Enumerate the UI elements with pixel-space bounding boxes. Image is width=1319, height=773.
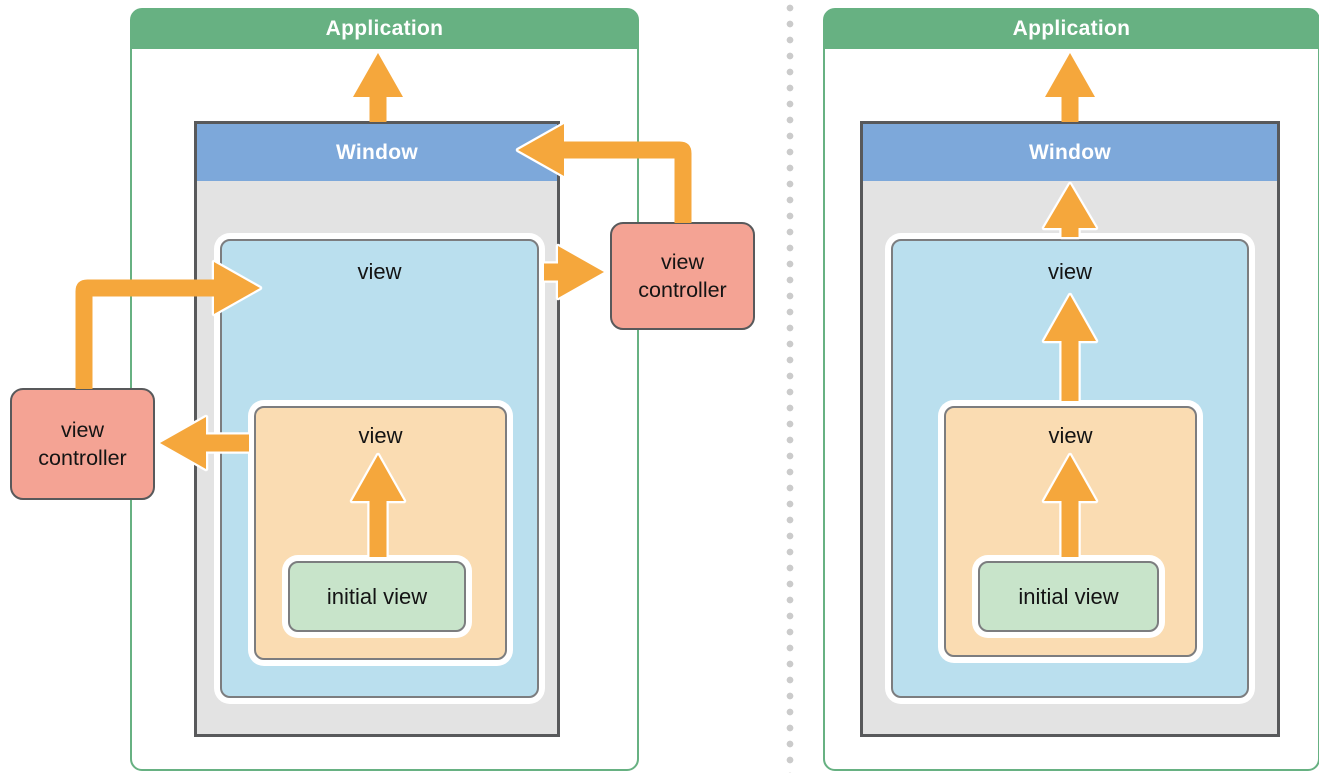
dotted-divider bbox=[785, 0, 795, 773]
initial-view-label: initial view bbox=[326, 583, 428, 609]
initial-view-label: initial view bbox=[1018, 583, 1119, 609]
root-view-label: view bbox=[357, 259, 402, 284]
child-view-label: view bbox=[1048, 423, 1093, 448]
initial-view-left: initial view bbox=[288, 561, 466, 632]
application-header-left: Application bbox=[131, 9, 638, 49]
child-view-label: view bbox=[358, 423, 403, 448]
window-header-right: Window bbox=[863, 124, 1277, 181]
root-view-label: view bbox=[1047, 259, 1092, 284]
view-controller-right: view controller bbox=[610, 222, 755, 330]
view-controller-label: view controller bbox=[38, 417, 127, 470]
initial-view-right: initial view bbox=[978, 561, 1159, 632]
view-controller-left: view controller bbox=[10, 388, 155, 500]
application-header-right: Application bbox=[824, 9, 1319, 49]
application-label: Application bbox=[325, 17, 444, 40]
window-header-left: Window bbox=[197, 124, 557, 181]
application-label: Application bbox=[1012, 17, 1131, 40]
window-label: Window bbox=[335, 140, 419, 164]
view-controller-label: view controller bbox=[638, 249, 727, 302]
window-label: Window bbox=[1028, 140, 1112, 164]
